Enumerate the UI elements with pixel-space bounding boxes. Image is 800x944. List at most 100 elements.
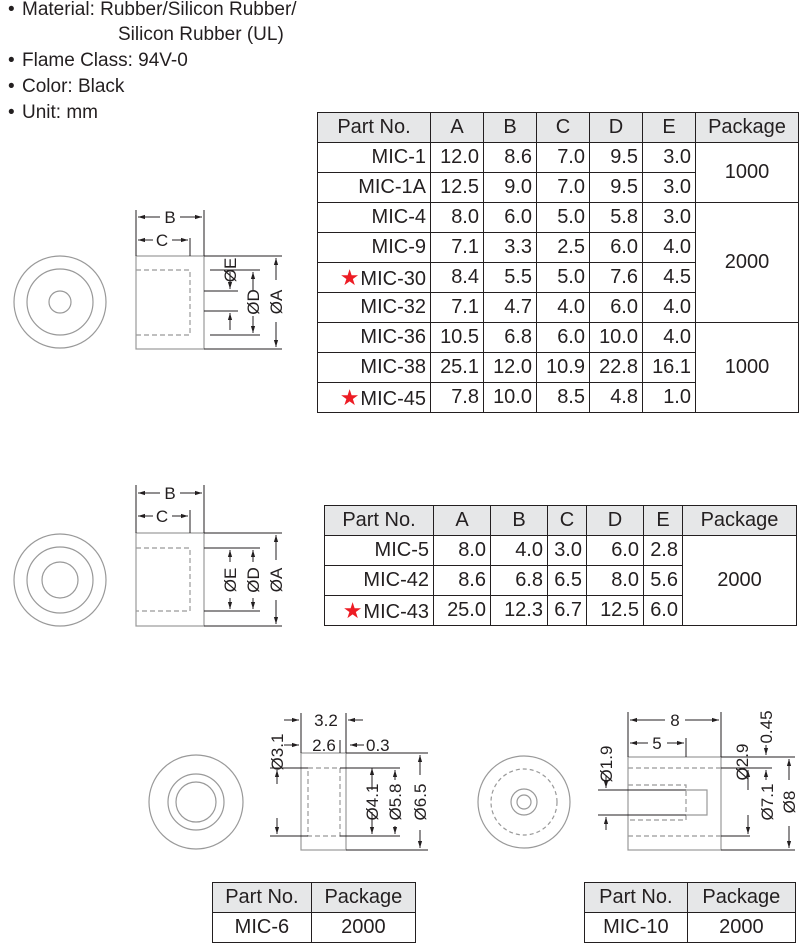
cell-c: 7.0 [536, 172, 590, 203]
bullet: • [8, 76, 15, 97]
cell-part-no: MIC-36 [317, 322, 431, 353]
part-number: MIC-43 [363, 600, 429, 623]
star-icon: ★ [342, 597, 363, 623]
spec-color: •Color: Black [8, 75, 124, 99]
cell-c: 8.5 [536, 382, 590, 413]
cell-c: 10.9 [536, 352, 590, 383]
header-e: E [642, 112, 696, 143]
drawing-1-end-view [13, 255, 107, 349]
cell-d: 22.8 [589, 352, 643, 383]
drawing-4-side-view [627, 756, 722, 851]
cell-e: 4.0 [642, 322, 696, 353]
header-d: D [586, 505, 644, 536]
cell-part-no: ★MIC-30 [317, 262, 431, 293]
cell-c: 2.5 [536, 232, 590, 263]
header-b: B [490, 505, 548, 536]
part-number: MIC-1A [358, 176, 426, 198]
cell-a: 12.0 [430, 142, 484, 173]
cell-part-no: MIC-38 [317, 352, 431, 383]
cell-e: 3.0 [642, 202, 696, 233]
cell-c: 6.7 [547, 595, 587, 626]
drawing-2-end-view [13, 533, 107, 627]
cell-b: 4.0 [490, 535, 548, 566]
cell-a: 25.1 [430, 352, 484, 383]
cell-a: 7.8 [430, 382, 484, 413]
cell-e: 16.1 [642, 352, 696, 383]
spec-unit: •Unit: mm [8, 101, 98, 125]
spec-material-text: Material: Rubber/Silicon Rubber/ [22, 0, 297, 20]
cell-b: 9.0 [483, 172, 537, 203]
cell-b: 12.3 [490, 595, 548, 626]
cell-part-no: MIC-5 [324, 535, 434, 566]
cell-c: 4.0 [536, 292, 590, 323]
dim-label-b: B [164, 208, 175, 227]
dim-label-0-45: 0.45 [757, 710, 776, 743]
parts-table-3: Part No. Package MIC-6 2000 [212, 882, 417, 943]
dim-label-0-3: 0.3 [366, 736, 390, 755]
bullet: • [8, 0, 15, 20]
cell-e: 1.0 [642, 382, 696, 413]
table-header-row: Part No. Package [212, 882, 417, 913]
cell-package: 2000 [310, 912, 417, 943]
part-number: MIC-9 [371, 236, 426, 258]
cell-a: 8.4 [430, 262, 484, 293]
drawing-4-end-view [477, 755, 571, 849]
cell-a: 12.5 [430, 172, 484, 203]
cell-b: 5.5 [483, 262, 537, 293]
part-number: MIC-30 [360, 267, 426, 290]
cell-e: 3.0 [642, 172, 696, 203]
dim-label-dia-5-8: Ø5.8 [386, 784, 405, 821]
table-header-row: Part No. A B C D E Package [324, 505, 797, 536]
cell-e: 4.5 [642, 262, 696, 293]
cell-d: 6.0 [589, 232, 643, 263]
dim-label-2-6: 2.6 [312, 736, 336, 755]
cell-part-no: MIC-6 [212, 912, 312, 943]
cell-c: 6.0 [536, 322, 590, 353]
star-icon: ★ [339, 384, 360, 410]
cell-c: 5.0 [536, 262, 590, 293]
spec-flame-text: Flame Class: 94V-0 [22, 50, 188, 71]
part-number: MIC-45 [360, 387, 426, 410]
header-package: Package [310, 882, 417, 913]
cell-e: 4.0 [642, 292, 696, 323]
cell-part-no: MIC-9 [317, 232, 431, 263]
dim-label-dia-3-1: Ø3.1 [268, 734, 287, 771]
drawing-1-dims [135, 210, 282, 350]
cell-b: 6.8 [490, 565, 548, 596]
cell-d: 7.6 [589, 262, 643, 293]
dim-label-3-2: 3.2 [314, 711, 338, 730]
cell-d: 12.5 [586, 595, 644, 626]
drawing-3-dims [270, 713, 428, 851]
parts-table-4: Part No. Package MIC-10 2000 [584, 882, 797, 943]
cell-package: 2000 [686, 912, 797, 943]
drawing-2-side-view [135, 532, 205, 627]
table-row: MIC-10 2000 [584, 912, 797, 943]
cell-part-no: MIC-1A [317, 172, 431, 203]
dim-label-8: 8 [670, 711, 679, 730]
header-package: Package [686, 882, 797, 913]
spec-material: • Material: Rubber/Silicon Rubber/ [8, 0, 297, 22]
dim-label-5: 5 [652, 734, 661, 753]
header-e: E [643, 505, 683, 536]
cell-e: 6.0 [643, 595, 683, 626]
star-icon: ★ [339, 264, 360, 290]
header-a: A [430, 112, 484, 143]
cell-e: 5.6 [643, 565, 683, 596]
dim-label-a: ØA [267, 289, 286, 314]
spec-unit-text: Unit: mm [22, 102, 98, 123]
dim-label-dia-4-1: Ø4.1 [363, 784, 382, 821]
part-number: MIC-5 [374, 539, 429, 561]
cell-e: 2.8 [643, 535, 683, 566]
dim-label-dia-8: Ø8 [780, 791, 799, 814]
cell-d: 8.0 [586, 565, 644, 596]
dim-label-c: C [156, 231, 168, 250]
cell-b: 12.0 [483, 352, 537, 383]
header-c: C [536, 112, 590, 143]
